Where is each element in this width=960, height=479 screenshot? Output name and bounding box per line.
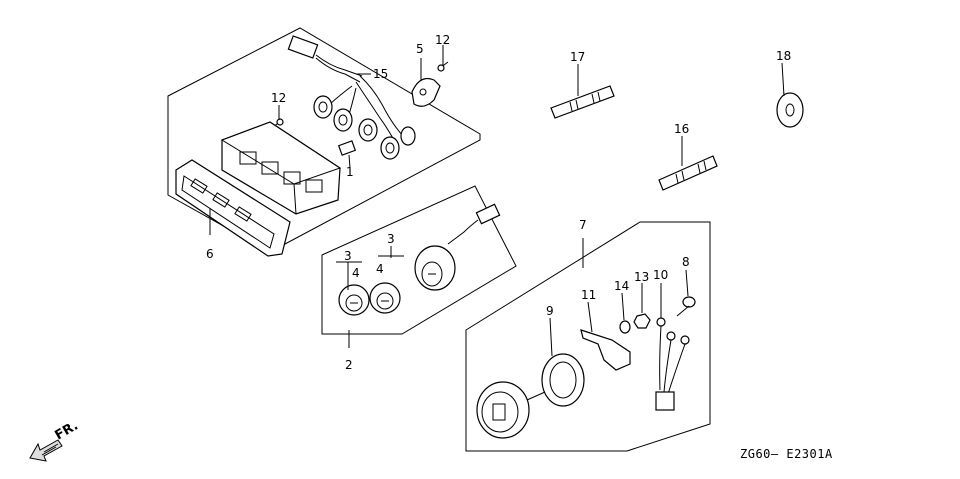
fuse-part-1 <box>337 140 357 156</box>
callout-5: 5 <box>416 42 424 56</box>
group-2-outline <box>321 185 517 335</box>
washer-part-18 <box>776 92 804 128</box>
callout-1: 1 <box>346 165 354 179</box>
harness-part-10 <box>655 317 690 411</box>
screw-part-12-top <box>437 61 449 72</box>
socket-block <box>220 121 342 215</box>
callout-18: 18 <box>776 49 791 63</box>
front-direction-label: FR. <box>53 418 81 443</box>
callout-9: 9 <box>546 304 554 318</box>
callout-10: 10 <box>653 268 668 282</box>
screw-part-8 <box>676 296 696 317</box>
stud-part-17 <box>550 85 615 119</box>
callout-16: 16 <box>674 122 689 136</box>
leader-lines <box>209 45 785 357</box>
harness-connector-top <box>287 35 363 83</box>
switch-body-right <box>414 245 456 291</box>
socket-part-7-body <box>476 381 546 439</box>
switch-knob-right <box>369 282 401 314</box>
washer-part-14 <box>619 320 631 334</box>
bracket-part-11 <box>580 329 631 371</box>
callout-6: 6 <box>206 247 214 261</box>
switch-knob-left <box>338 284 370 316</box>
callout-17: 17 <box>570 50 585 64</box>
callout-12b: 12 <box>271 91 286 105</box>
callout-15: 15 <box>373 67 388 81</box>
group-6-outline <box>167 27 481 253</box>
callout-8: 8 <box>682 255 690 269</box>
nut-part-13 <box>633 313 651 329</box>
harness-grommets <box>313 95 416 160</box>
front-direction-arrow-icon <box>29 439 63 462</box>
callout-4a: 4 <box>352 266 360 280</box>
switch-connector <box>447 203 501 245</box>
group-7-outline <box>465 221 711 452</box>
callout-3a: 3 <box>344 249 352 263</box>
clamp-part-5 <box>411 77 441 107</box>
panel-part-6 <box>175 159 291 257</box>
callout-3b: 3 <box>387 232 395 246</box>
callout-14: 14 <box>614 279 629 293</box>
callout-4b: 4 <box>376 262 384 276</box>
callout-13: 13 <box>634 270 649 284</box>
gasket-part-9 <box>541 353 585 407</box>
callout-11: 11 <box>581 288 596 302</box>
screw-part-12-left <box>271 118 284 129</box>
callout-7: 7 <box>579 218 587 232</box>
callout-2: 2 <box>345 358 353 372</box>
callout-12a: 12 <box>435 33 450 47</box>
diagram-reference-code: ZG60— E2301A <box>740 447 833 461</box>
stud-part-16 <box>658 155 718 191</box>
